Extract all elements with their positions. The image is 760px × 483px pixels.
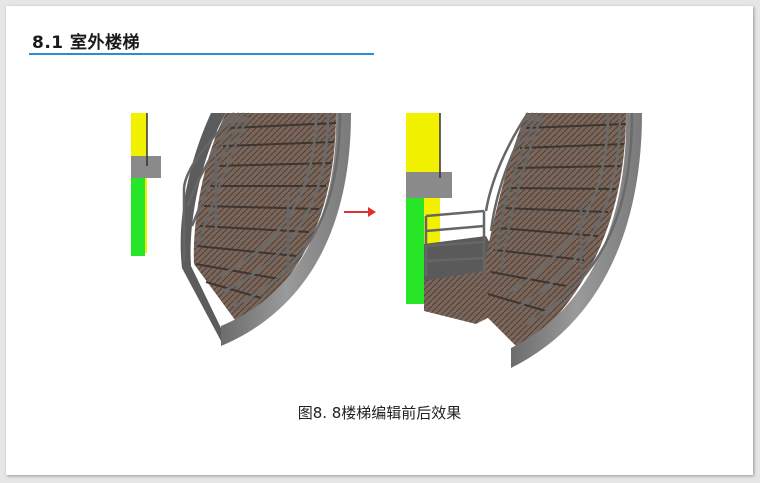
wall-ledge xyxy=(131,156,161,178)
stair-before-image xyxy=(131,112,351,346)
green-wall-2 xyxy=(406,198,424,304)
figure-caption: 图8. 8楼梯编辑前后效果 xyxy=(297,404,462,422)
section-title: 8.1 室外楼梯 xyxy=(32,33,141,53)
slide: 8.1 室外楼梯 xyxy=(6,6,753,475)
figure xyxy=(131,112,642,368)
green-wall xyxy=(131,178,145,256)
stair-after-image xyxy=(406,112,642,368)
wall-ledge-2 xyxy=(406,172,452,198)
arrow-right-icon xyxy=(344,207,376,217)
title-underline xyxy=(29,53,374,55)
